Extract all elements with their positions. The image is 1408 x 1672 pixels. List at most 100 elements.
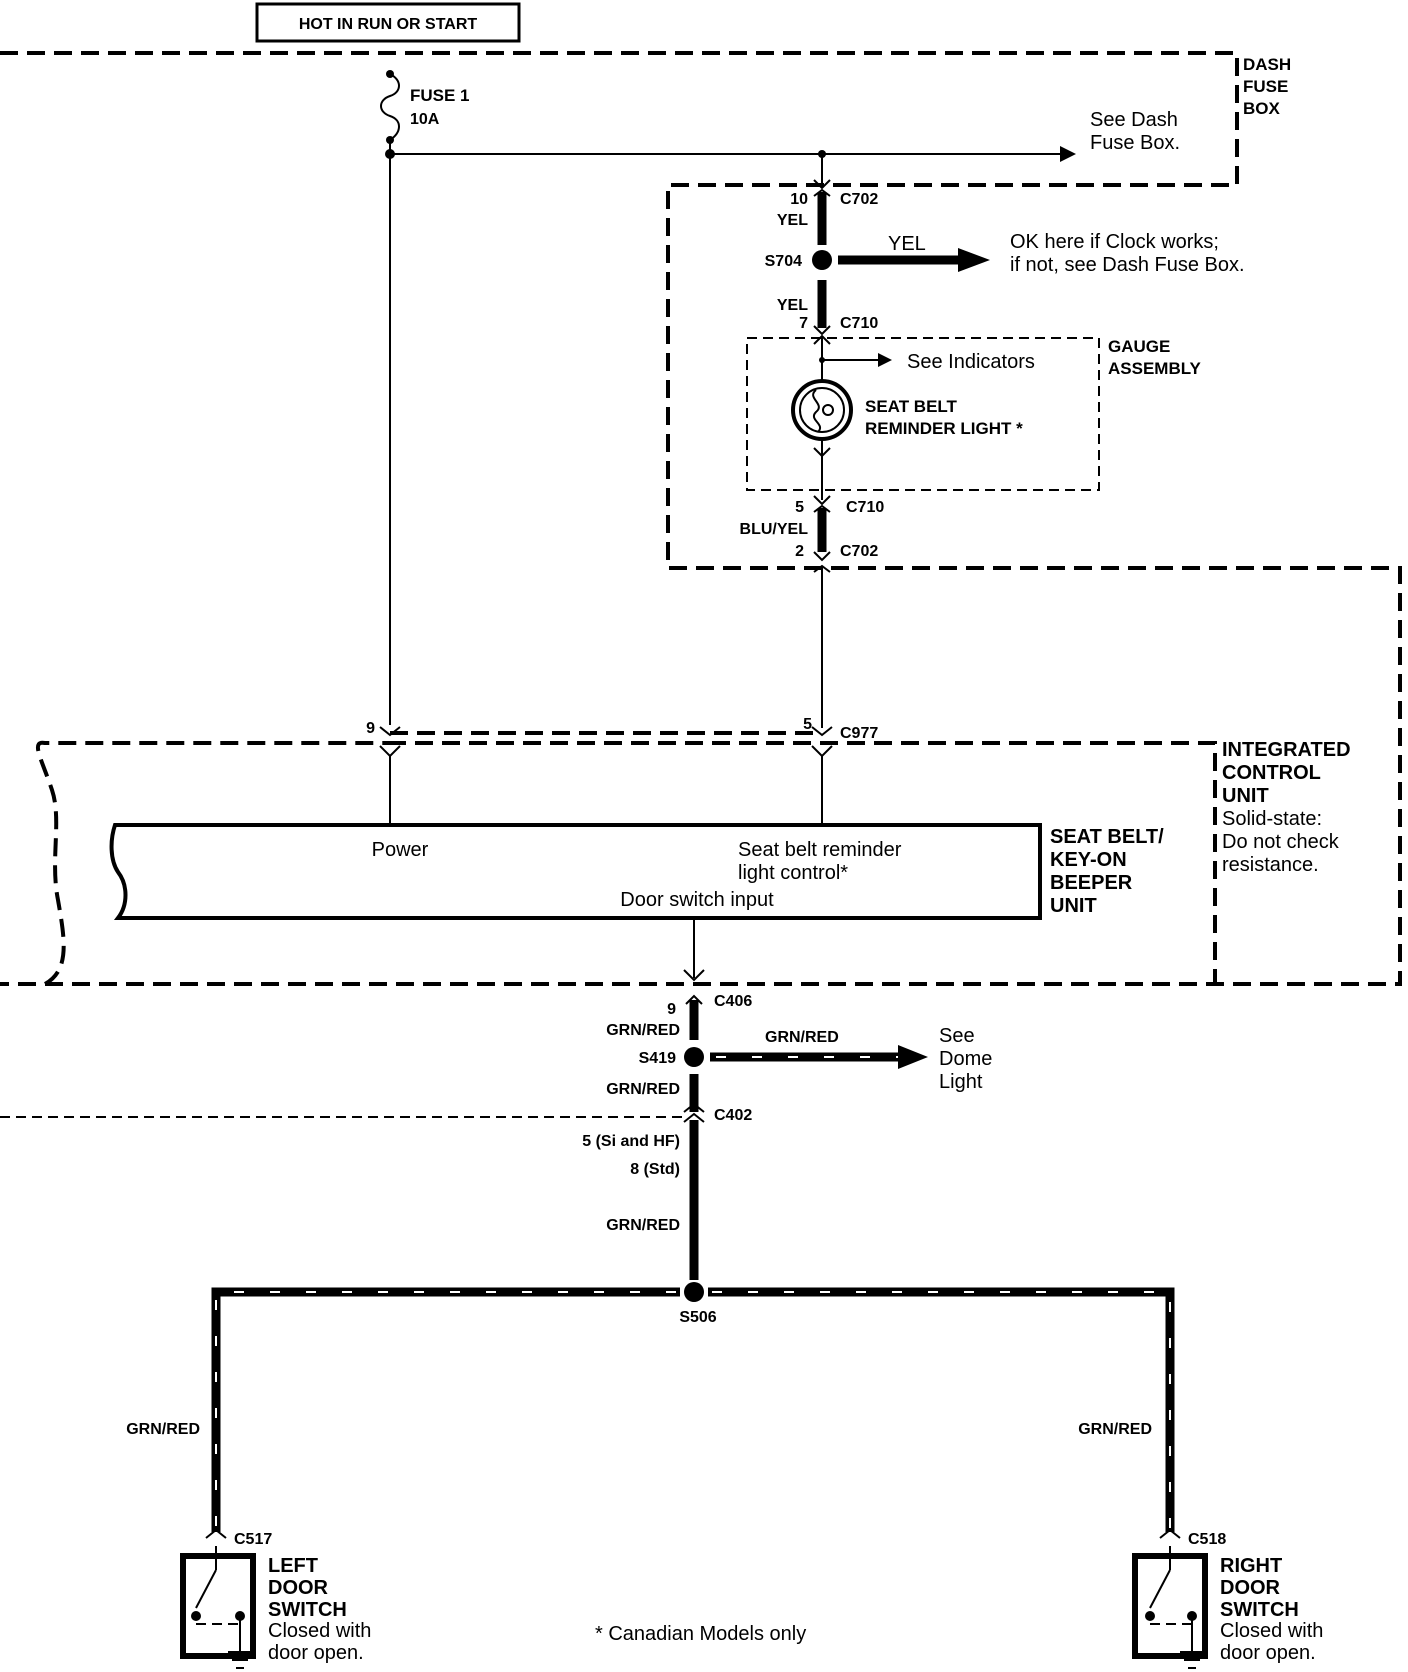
c406-male <box>685 994 703 1005</box>
seat-belt-reminder-lamp <box>791 379 853 441</box>
see-indicators-label: See Indicators <box>907 351 1035 373</box>
c702-top-female <box>813 179 831 190</box>
c710-top-name: C710 <box>840 315 878 332</box>
c710-bottom-female <box>813 495 831 506</box>
c702-bottom-female <box>813 551 831 562</box>
c402-name: C402 <box>714 1107 752 1124</box>
left-switch-label-3: SWITCH <box>268 1599 347 1621</box>
c710-bottom-pin: 5 <box>795 499 804 516</box>
c710-bottom-name: C710 <box>846 499 884 516</box>
integrated-control-unit-border <box>35 740 1217 986</box>
s419-branch-arrow <box>898 1045 928 1069</box>
c702-top-name: C702 <box>840 191 878 208</box>
left-door-stripe <box>215 1291 676 1528</box>
splice-s704 <box>812 250 832 270</box>
dome-note-1: See <box>939 1025 975 1047</box>
beeper-power-label: Power <box>372 839 429 861</box>
c406-female <box>683 969 705 982</box>
c977-srl-female <box>811 726 833 737</box>
integrated-label-1: INTEGRATED <box>1222 739 1351 761</box>
c402-pin-std: 8 (Std) <box>630 1161 680 1178</box>
footnote: * Canadian Models only <box>595 1623 806 1645</box>
integrated-label-2: CONTROL <box>1222 762 1321 784</box>
beeper-srl-label-2: light control* <box>738 862 848 884</box>
c702-top-male <box>813 188 831 197</box>
left-switch-note-2: door open. <box>268 1642 364 1664</box>
gauge-assembly-border <box>746 337 1100 491</box>
fuse-1 <box>380 70 400 159</box>
fuse-bus-arrow <box>1060 146 1076 162</box>
grn-red-label-1: GRN/RED <box>606 1022 680 1039</box>
beeper-srl-label-1: Seat belt reminder <box>738 839 902 861</box>
c406-name: C406 <box>714 993 752 1010</box>
grn-red-label-2: GRN/RED <box>606 1081 680 1098</box>
right-door-wire <box>708 1287 1175 1532</box>
right-switch-label-1: RIGHT <box>1220 1555 1282 1577</box>
splice-s419-label: S419 <box>639 1050 676 1067</box>
see-dash-fuse-1: See Dash <box>1090 109 1178 131</box>
c402-female <box>683 1102 705 1113</box>
left-door-switch <box>180 1528 256 1669</box>
splice-s419 <box>684 1047 704 1067</box>
beeper-label-1: SEAT BELT/ <box>1050 826 1164 848</box>
c977-power-pin: 9 <box>366 720 375 737</box>
dash-fuse-box-label-2: FUSE <box>1243 77 1288 96</box>
right-switch-note-2: door open. <box>1220 1642 1316 1664</box>
beeper-label-4: UNIT <box>1050 895 1097 917</box>
c977-name: C977 <box>840 725 878 742</box>
c977-power-male <box>379 745 401 758</box>
right-switch-label-3: SWITCH <box>1220 1599 1299 1621</box>
c702-bottom-pin: 2 <box>795 543 804 560</box>
see-dash-fuse-2: Fuse Box. <box>1090 132 1180 154</box>
beeper-door-input-label: Door switch input <box>620 889 774 911</box>
beeper-unit-box <box>109 823 1042 920</box>
right-door-stripe <box>712 1291 1171 1528</box>
left-switch-label-2: DOOR <box>268 1577 329 1599</box>
c406-pin: 9 <box>667 1001 676 1018</box>
dash-fuse-box-label-3: BOX <box>1243 99 1281 118</box>
dome-note-2: Dome <box>939 1048 992 1070</box>
splice-s506-label: S506 <box>679 1309 716 1326</box>
fuse-rating: 10A <box>410 111 440 128</box>
dome-note-3: Light <box>939 1071 983 1093</box>
s419-branch-label: GRN/RED <box>765 1029 839 1046</box>
left-switch-label-1: LEFT <box>268 1555 318 1577</box>
right-switch-note-1: Closed with <box>1220 1620 1323 1642</box>
power-source-label: HOT IN RUN OR START <box>299 16 478 33</box>
right-switch-label-2: DOOR <box>1220 1577 1281 1599</box>
gauge-assembly-label-2: ASSEMBLY <box>1108 359 1202 378</box>
grn-red-label-3: GRN/RED <box>606 1217 680 1234</box>
dash-fuse-box-label-1: DASH <box>1243 55 1291 74</box>
beeper-label-3: BEEPER <box>1050 872 1133 894</box>
c402-pin-si: 5 (Si and HF) <box>582 1133 680 1150</box>
c977-power-female <box>379 726 401 737</box>
see-indicators-arrow <box>878 353 892 367</box>
c977-srl-male <box>811 745 833 758</box>
beeper-label-2: KEY-ON <box>1050 849 1127 871</box>
splice-s506 <box>684 1282 704 1302</box>
c702-bottom-name: C702 <box>840 543 878 560</box>
fuse-name: FUSE 1 <box>410 86 470 105</box>
right-grn-red-label: GRN/RED <box>1078 1421 1152 1438</box>
clock-note-1: OK here if Clock works; <box>1010 231 1219 253</box>
gauge-assembly-label-1: GAUGE <box>1108 337 1170 356</box>
right-door-switch <box>1132 1528 1208 1669</box>
c518-name: C518 <box>1188 1531 1226 1548</box>
s704-branch-arrow <box>958 248 990 272</box>
c402-male <box>683 1112 705 1123</box>
lamp-label-1: SEAT BELT <box>865 397 958 416</box>
left-door-wire <box>211 1287 680 1532</box>
integrated-note-3: resistance. <box>1222 854 1319 876</box>
power-source-box: HOT IN RUN OR START <box>255 2 521 43</box>
integrated-label-3: UNIT <box>1222 785 1269 807</box>
lamp-return-arrow <box>813 447 831 458</box>
integrated-note-2: Do not check <box>1222 831 1340 853</box>
blu-yel-label: BLU/YEL <box>740 521 809 538</box>
splice-s704-label: S704 <box>765 253 802 270</box>
c977-srl-pin: 5 <box>803 716 812 733</box>
left-grn-red-label: GRN/RED <box>126 1421 200 1438</box>
c710-bottom-male <box>813 504 831 513</box>
yel-label-1: YEL <box>777 212 808 229</box>
lamp-label-2: REMINDER LIGHT * <box>865 419 1023 438</box>
